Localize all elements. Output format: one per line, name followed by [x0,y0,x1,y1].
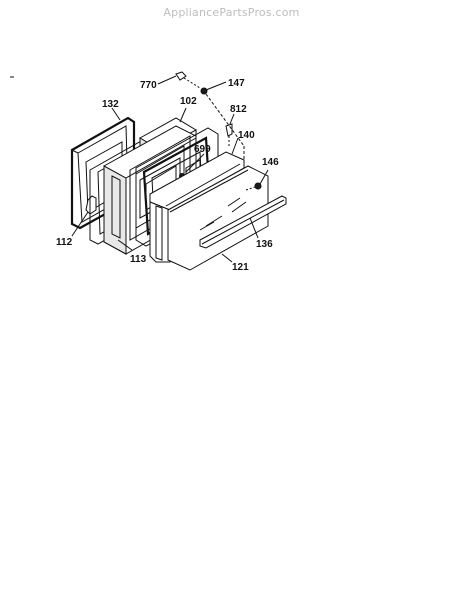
label-136: 136 [256,239,273,250]
label-770: 770 [140,80,157,91]
label-121: 121 [232,262,249,273]
label-102: 102 [180,96,197,107]
label-146: 146 [262,157,279,168]
label-812: 812 [230,104,247,115]
label-699: 699 [194,144,211,155]
part-136-handle [199,195,287,249]
part-770-pin [175,71,201,89]
part-812-screw [225,123,233,146]
label-112: 112 [56,237,73,248]
label-147: 147 [228,78,245,89]
watermark: AppliancePartsPros.com [163,6,300,19]
label-132: 132 [102,99,119,110]
part-140-door-frame [149,146,245,263]
leader-lines [71,75,269,263]
label-113: 113 [130,254,147,265]
part-121-glass [167,165,269,271]
part-147-bracket [200,87,245,147]
label-140: 140 [238,130,255,141]
part-146-screw [245,182,262,191]
